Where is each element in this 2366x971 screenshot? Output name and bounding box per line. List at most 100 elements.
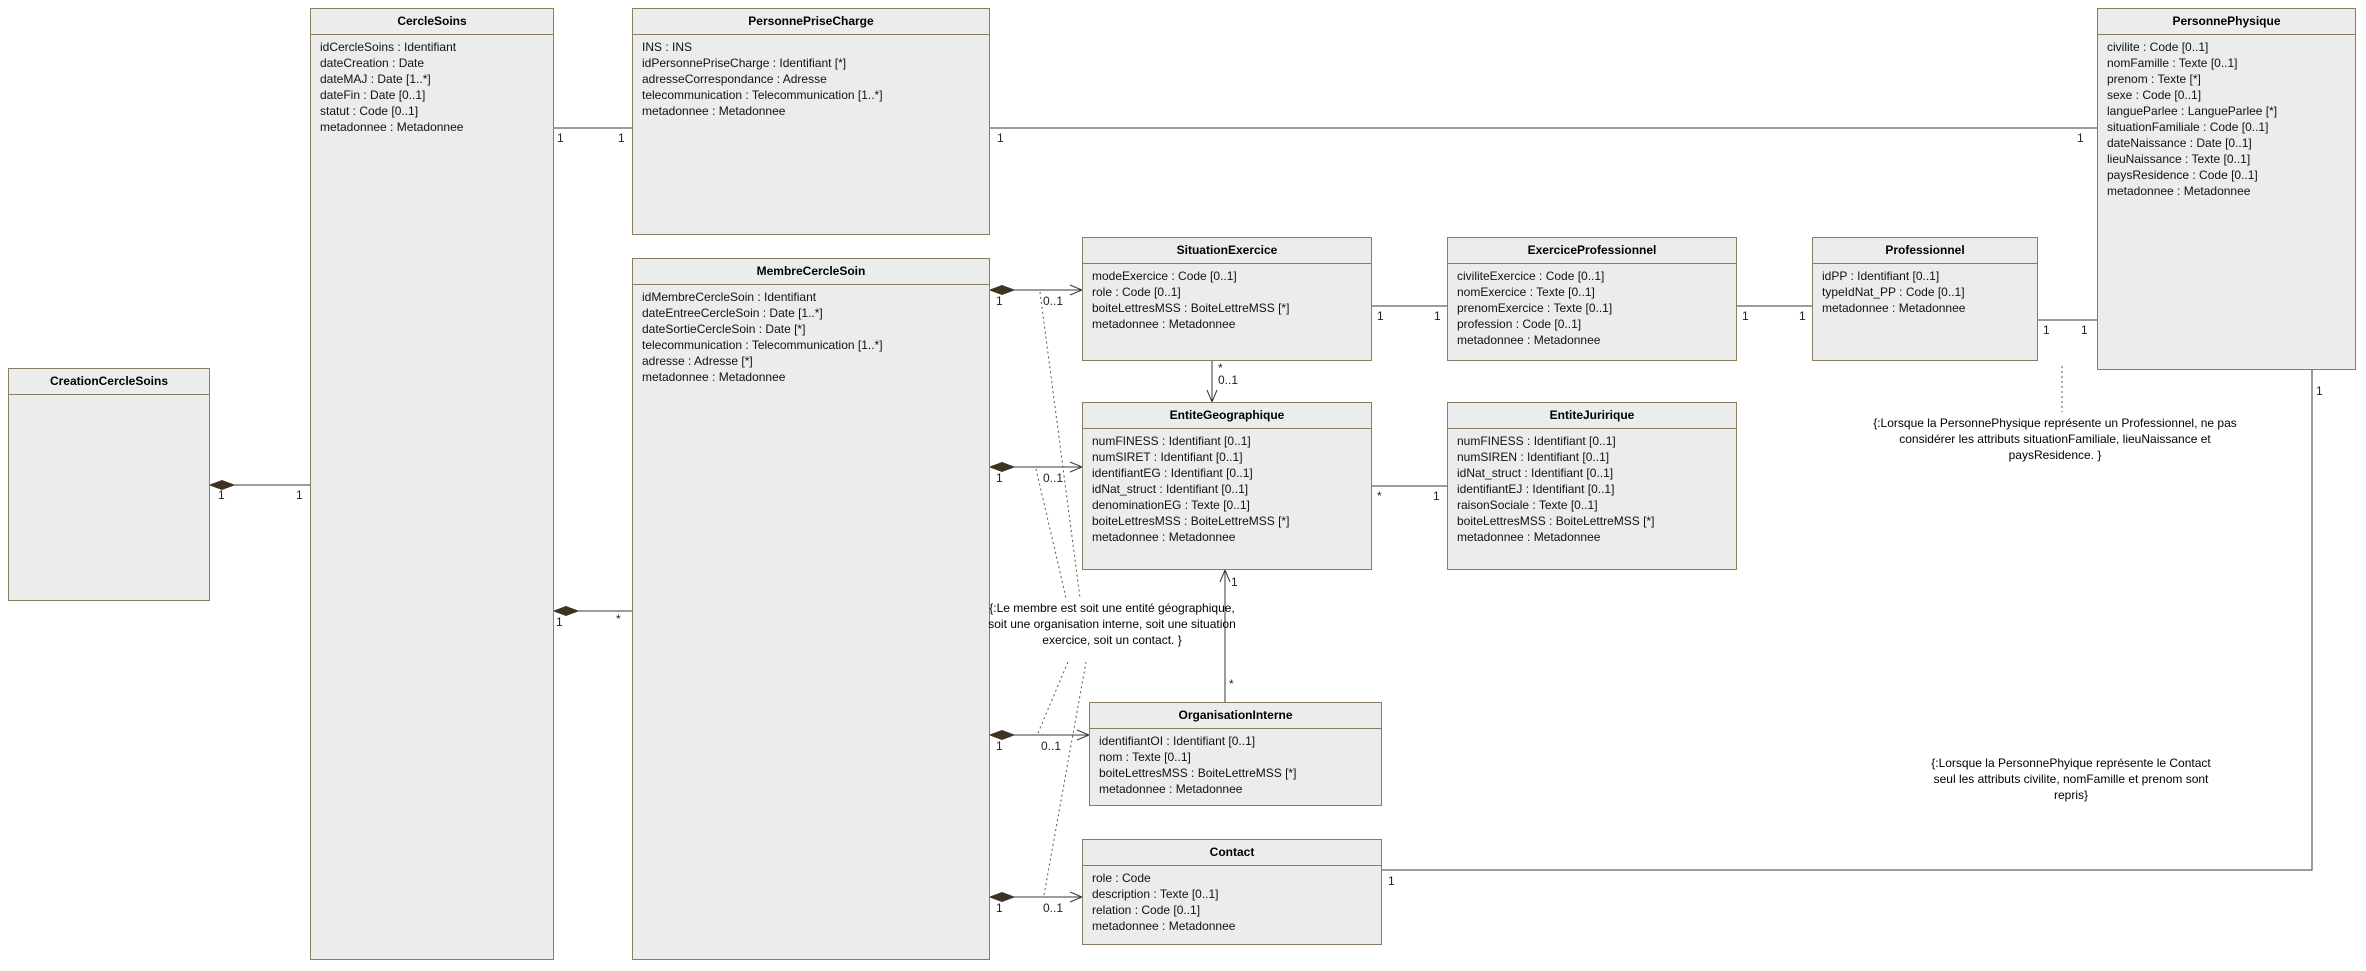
class-attributes: idPP : Identifiant [0..1]typeIdNat_PP : … [1813, 264, 2037, 316]
class-attribute: lieuNaissance : Texte [0..1] [2107, 152, 2251, 166]
class-attribute: statut : Code [0..1] [320, 104, 419, 118]
class-attribute: metadonnee : Metadonnee [1457, 530, 1601, 544]
multiplicity-label: 0..1 [1041, 739, 1062, 753]
class-title: CercleSoins [311, 9, 553, 35]
class-attribute: typeIdNat_PP : Code [0..1] [1822, 285, 1965, 299]
class-attribute: dateEntreeCercleSoin : Date [1..*] [642, 306, 823, 320]
class-attribute: metadonnee : Metadonnee [1822, 301, 1966, 315]
class-attribute: numSIREN : Identifiant [0..1] [1457, 450, 1610, 464]
multiplicity-label: 1 [996, 901, 1003, 915]
class-title: Contact [1083, 840, 1381, 866]
class-attribute: metadonnee : Metadonnee [1092, 919, 1236, 933]
multiplicity-label: 1 [618, 131, 625, 145]
multiplicity-label: * [1377, 489, 1382, 503]
class-attribute: role : Code [1092, 871, 1151, 885]
multiplicity-label: 1 [996, 294, 1003, 308]
class-attribute: metadonnee : Metadonnee [2107, 184, 2251, 198]
multiplicity-label: 0..1 [1043, 294, 1064, 308]
class-attribute: idMembreCercleSoin : Identifiant [642, 290, 817, 304]
class-attribute: numFINESS : Identifiant [0..1] [1457, 434, 1616, 448]
class-attribute: numSIRET : Identifiant [0..1] [1092, 450, 1243, 464]
class-attribute: nom : Texte [0..1] [1099, 750, 1191, 764]
multiplicity-label: 0..1 [1218, 373, 1239, 387]
class-title: EntiteJuririque [1448, 403, 1736, 429]
class-attribute: situationFamiliale : Code [0..1] [2107, 120, 2269, 134]
class-title: EntiteGeographique [1083, 403, 1371, 429]
class-attributes: modeExercice : Code [0..1] role : Code [0… [1083, 264, 1371, 332]
class-title: Professionnel [1813, 238, 2037, 264]
class-title: CreationCercleSoins [9, 369, 209, 395]
class-attribute: adresseCorrespondance : Adresse [642, 72, 827, 86]
class-attribute: denominationEG : Texte [0..1] [1092, 498, 1250, 512]
multiplicity-label: 1 [1742, 309, 1749, 323]
class-attributes: numFINESS : Identifiant [0..1] numSIREN :… [1448, 429, 1736, 545]
multiplicity-label: 1 [996, 471, 1003, 485]
multiplicity-label: 1 [557, 131, 564, 145]
multiplicity-label: 1 [1799, 309, 1806, 323]
class-title: MembreCercleSoin [633, 259, 989, 285]
class-attributes [9, 395, 209, 399]
class-attribute: modeExercice : Code [0..1] [1092, 269, 1237, 283]
composition-diamond-icon [988, 284, 1016, 296]
class-cercle-soins[interactable]: CercleSoins idCercleSoins : Identifiant da… [310, 8, 554, 960]
class-attributes: numFINESS : Identifiant [0..1] numSIRET :… [1083, 429, 1371, 545]
multiplicity-label: 1 [1434, 309, 1441, 323]
class-title: OrganisationInterne [1090, 703, 1381, 729]
composition-diamond-icon [208, 479, 236, 491]
multiplicity-label: 0..1 [1043, 901, 1064, 915]
class-attribute: metadonnee : Metadonnee [320, 120, 464, 134]
multiplicity-label: 1 [996, 739, 1003, 753]
multiplicity-label: * [616, 612, 621, 626]
class-attribute: numFINESS : Identifiant [0..1] [1092, 434, 1251, 448]
constraint-note-contact: {:Lorsque la PersonnePhyique représente … [1931, 756, 2211, 802]
class-attribute: langueParlee : LangueParlee [*] [2107, 104, 2278, 118]
composition-diamond-icon [988, 729, 1016, 741]
class-attribute: adresse : Adresse [*] [642, 354, 753, 368]
class-attribute: raisonSociale : Texte [0..1] [1457, 498, 1598, 512]
class-title: PersonnePriseCharge [633, 9, 989, 35]
class-attribute: dateFin : Date [0..1] [320, 88, 426, 102]
class-attribute: boiteLettresMSS : BoiteLettreMSS [*] [1092, 301, 1290, 315]
class-creation-cercle-soins[interactable]: CreationCercleSoins [8, 368, 210, 601]
class-membre-cercle-soin[interactable]: MembreCercleSoin idMembreCercleSoin : Ide… [632, 258, 990, 960]
class-attribute: dateMAJ : Date [1..*] [320, 72, 431, 86]
class-attribute: idPersonnePriseCharge : Identifiant [*] [642, 56, 847, 70]
class-attributes: identifiantOI : Identifiant [0..1] nom : … [1090, 729, 1381, 797]
class-attribute: civilite : Code [0..1] [2107, 40, 2209, 54]
class-title: ExerciceProfessionnel [1448, 238, 1736, 264]
class-attribute: boiteLettresMSS : BoiteLettreMSS [*] [1457, 514, 1655, 528]
class-attribute: nomExercice : Texte [0..1] [1457, 285, 1595, 299]
multiplicity-label: 1 [2043, 323, 2050, 337]
class-attribute: metadonnee : Metadonnee [642, 370, 786, 384]
class-attribute: telecommunication : Telecommunication [1… [642, 88, 883, 102]
class-attribute: role : Code [0..1] [1092, 285, 1181, 299]
class-attribute: identifiantOI : Identifiant [0..1] [1099, 734, 1256, 748]
class-attributes: INS : INS idPersonnePriseCharge : Identif… [633, 35, 989, 119]
class-attribute: profession : Code [0..1] [1457, 317, 1582, 331]
multiplicity-label: 1 [1388, 874, 1395, 888]
class-attribute: paysResidence : Code [0..1] [2107, 168, 2258, 182]
class-attribute: boiteLettresMSS : BoiteLettreMSS [*] [1092, 514, 1290, 528]
class-attribute: dateSortieCercleSoin : Date [*] [642, 322, 806, 336]
class-attribute: telecommunication : Telecommunication [1… [642, 338, 883, 352]
constraint-note-professionnel: {:Lorsque la PersonnePhysique représente… [1873, 416, 2237, 462]
class-attribute: idCercleSoins : Identifiant [320, 40, 457, 54]
open-arrow-icon [1219, 568, 1231, 583]
multiplicity-label: 0..1 [1043, 471, 1064, 485]
note-connector-line [1035, 468, 1067, 599]
multiplicity-label: 1 [556, 615, 563, 629]
multiplicity-label: * [1218, 361, 1223, 375]
class-attribute: INS : INS [642, 40, 693, 54]
note-connector-line [1043, 661, 1087, 896]
